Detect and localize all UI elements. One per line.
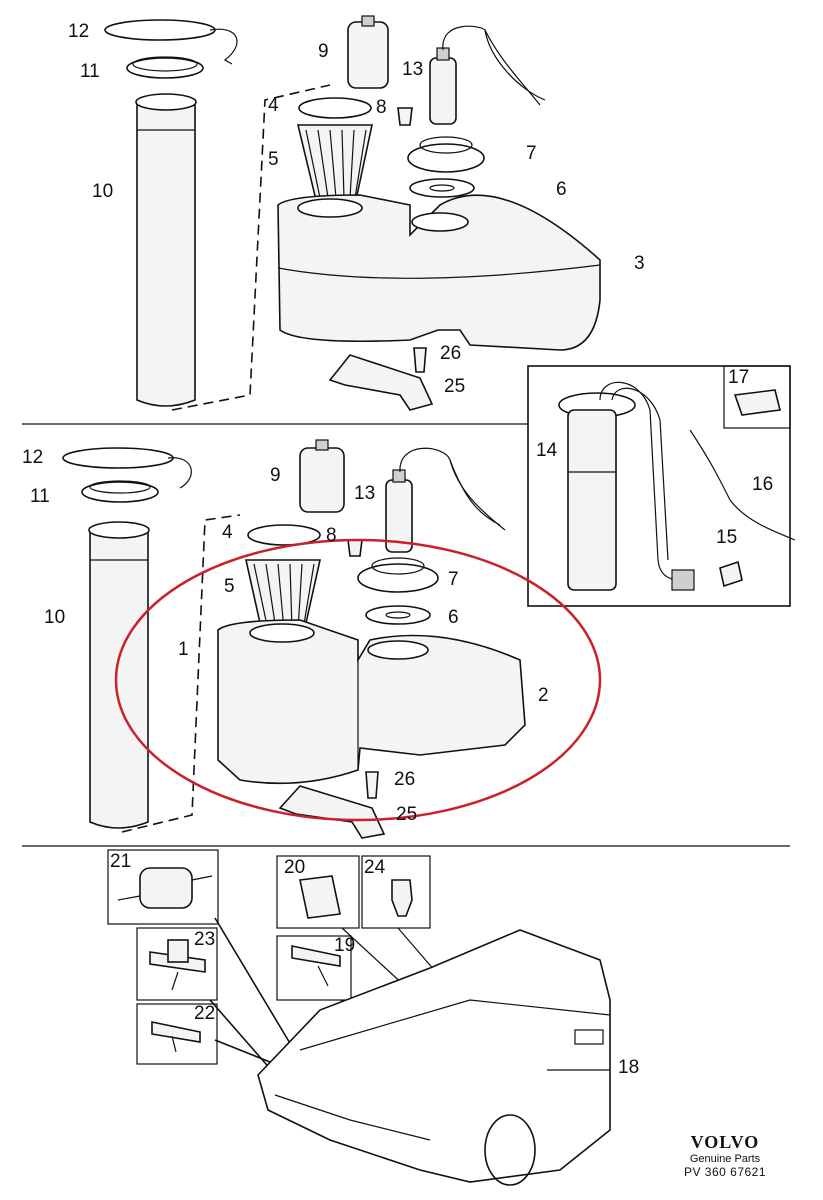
callout-14: 14	[536, 440, 558, 461]
brand-subtitle: Genuine Parts	[689, 1153, 761, 1165]
car-18	[257, 929, 611, 1183]
bolt-26-top	[413, 347, 427, 373]
callout-11-mid: 11	[30, 486, 50, 507]
item-9-top	[347, 21, 389, 89]
bolt-8-mid	[347, 539, 363, 557]
callout-9-top: 9	[318, 41, 329, 62]
clip-20	[299, 875, 341, 919]
part-code: PV 360 67621	[683, 1165, 767, 1179]
callout-13-mid: 13	[354, 483, 376, 504]
callout-16: 16	[752, 474, 774, 495]
washer-6-mid	[365, 605, 431, 625]
filler-tube-10-mid	[89, 527, 149, 829]
filler-tube-10-top	[136, 99, 196, 407]
callout-6-top: 6	[556, 179, 567, 200]
volvo-logo: VOLVO	[690, 1132, 760, 1152]
ring-4-top	[298, 97, 372, 119]
brand-block: VOLVO Genuine Parts PV 360 67621	[660, 1132, 790, 1179]
box-19	[276, 935, 352, 1001]
bracket-25-top	[328, 354, 434, 411]
callout-5-mid: 5	[224, 576, 235, 597]
callout-25-top: 25	[444, 376, 466, 397]
top-assembly	[104, 15, 601, 411]
box-23	[136, 927, 218, 1001]
callout-4-mid: 4	[222, 522, 233, 543]
callout-11-top: 11	[80, 61, 100, 82]
sender-14	[567, 409, 617, 591]
box-22	[136, 1003, 218, 1065]
nozzle-24	[391, 879, 413, 917]
bottom-assembly	[107, 849, 611, 1186]
connector-17	[733, 389, 781, 416]
pump-13-top	[429, 57, 457, 125]
callout-25-mid: 25	[396, 804, 418, 825]
callout-20: 20	[284, 857, 306, 878]
inset-frame	[527, 365, 791, 607]
ring-11-mid	[81, 481, 159, 503]
cap-7-top	[407, 143, 485, 173]
callout-17: 17	[728, 367, 750, 388]
callout-3: 3	[634, 253, 645, 274]
callout-8-mid: 8	[326, 525, 337, 546]
middle-assembly	[62, 439, 602, 839]
washer-6-top	[409, 178, 475, 198]
wire-16	[689, 429, 796, 541]
callout-18: 18	[618, 1057, 640, 1078]
callout-9-mid: 9	[270, 465, 281, 486]
callout-5-top: 5	[268, 149, 279, 170]
bracket-25-mid	[278, 785, 386, 839]
bolt-8-top	[397, 107, 413, 126]
filter-21	[139, 867, 193, 909]
cap-12-top	[104, 19, 216, 41]
callout-23: 23	[194, 929, 216, 950]
reservoir-2	[217, 619, 526, 785]
bolt-26-mid	[365, 771, 379, 799]
callout-21: 21	[110, 851, 132, 872]
cap-7-mid	[357, 563, 439, 593]
callout-12-top: 12	[68, 21, 90, 42]
reservoir-3	[277, 194, 601, 351]
ring-11-top	[126, 57, 204, 79]
callout-6-mid: 6	[448, 607, 459, 628]
callout-15: 15	[716, 527, 738, 548]
level-sensor-inset	[527, 365, 796, 607]
callout-2: 2	[538, 685, 549, 706]
callout-19: 19	[334, 935, 356, 956]
callout-22: 22	[194, 1003, 216, 1024]
callout-12-mid: 12	[22, 447, 44, 468]
callout-24: 24	[364, 857, 386, 878]
box-21	[107, 849, 219, 925]
callout-7-top: 7	[526, 143, 537, 164]
callout-26-top: 26	[440, 343, 462, 364]
highlight-ellipse	[114, 538, 602, 822]
callout-8-top: 8	[376, 97, 387, 118]
callout-13-top: 13	[402, 59, 424, 80]
ring-4-mid	[247, 524, 321, 546]
callout-4-top: 4	[268, 95, 279, 116]
tee-22	[151, 1021, 201, 1043]
item-9-mid	[299, 447, 345, 513]
callout-10-mid: 10	[44, 607, 66, 628]
inset-17-frame	[723, 365, 791, 429]
valve-19	[291, 945, 341, 967]
callout-7-mid: 7	[448, 569, 459, 590]
terminal-15	[719, 560, 743, 588]
cap-12-mid	[62, 447, 174, 469]
callout-26-mid: 26	[394, 769, 416, 790]
box-24	[361, 855, 431, 929]
callout-1: 1	[178, 639, 189, 660]
box-20	[276, 855, 360, 929]
callout-10-top: 10	[92, 181, 114, 202]
